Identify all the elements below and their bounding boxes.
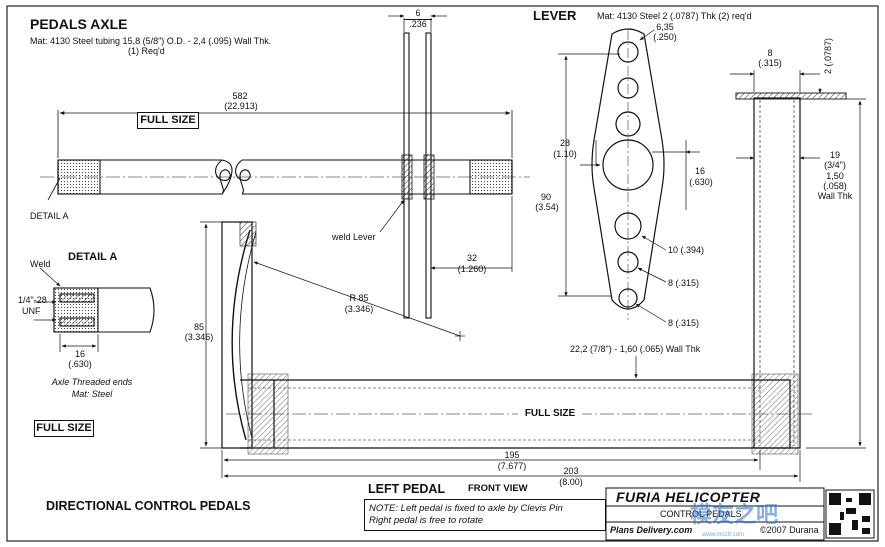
lever-offset-32-mm: 32 xyxy=(466,253,477,263)
axle-full-size-label: FULL SIZE xyxy=(137,112,199,129)
detail-a-caption-1: Axle Threaded ends xyxy=(51,377,133,387)
pedal-tube-wall-label: Wall Thk xyxy=(817,191,853,201)
brand-name: FURIA HELICOPTER xyxy=(616,489,761,505)
pedal-height-mm: 85 xyxy=(193,322,204,332)
lever-hole-center-in: (1.10) xyxy=(553,149,577,159)
view-subtitle: FRONT VIEW xyxy=(468,483,528,494)
radius-mm: R 85 xyxy=(349,293,369,303)
axle-length-mm: 582 xyxy=(232,91,248,101)
copyright: ©2007 Durana xyxy=(760,525,819,535)
axle-spec-line2: (1) Req'd xyxy=(128,46,165,56)
sheet-title: CONTROL PEDALS xyxy=(660,509,742,519)
pedal-frame xyxy=(221,92,847,455)
pedal-full-size-label: FULL SIZE xyxy=(518,408,582,419)
pedal-width-mm: 195 xyxy=(504,450,520,460)
title-block xyxy=(605,487,825,541)
pedal-overall-in: (8.00) xyxy=(559,477,583,487)
lever-gap-mm: 6 xyxy=(415,8,421,18)
detail-a-title: DETAIL A xyxy=(68,251,118,263)
lever-hole-top-mm: 6,35 xyxy=(656,22,674,32)
pedal-tube-od-mm: 19 xyxy=(829,150,840,160)
axle-spec-line1: Mat: 4130 Steel tubing 15,8 (5/8") O.D. … xyxy=(30,36,272,46)
pedal-width-in: (7.677) xyxy=(497,461,527,471)
view-title: LEFT PEDAL xyxy=(368,482,446,496)
detail-a-thread-1: 1/4"-28 xyxy=(18,295,47,305)
note-line-2: Right pedal is free to rotate xyxy=(369,515,484,526)
lever-hole-top-in: (.250) xyxy=(653,32,677,42)
pedal-plate-thk: 2 (.0787) xyxy=(823,37,833,74)
lever-title: LEVER xyxy=(533,8,577,23)
lever-dims xyxy=(558,29,700,323)
lever-side-view xyxy=(379,14,513,319)
sheet-border xyxy=(6,5,879,542)
lever-offset-32-in: (1.260) xyxy=(457,264,487,274)
detail-a-full-size-label: FULL SIZE xyxy=(34,420,94,437)
pedal-overall-mm: 203 xyxy=(563,466,579,476)
pedal-tube-wall-mm: 1,50 xyxy=(826,171,844,181)
pedal-tube-od-in: (3/4") xyxy=(824,160,846,170)
lever-height-mm: 90 xyxy=(540,192,551,202)
watermark-url: www.moz8.com xyxy=(702,532,745,538)
detail-a-thread-2: UNF xyxy=(22,306,41,316)
lever-offset-mm: 16 xyxy=(694,166,705,176)
radius-in: (3.346) xyxy=(344,304,374,314)
lever-hole-8b: 8 (.315) xyxy=(668,318,700,328)
pedal-tube-wall-in: (.058) xyxy=(823,181,847,191)
lever-hole-center-mm: 28 xyxy=(559,138,570,148)
detail-a-callout: DETAIL A xyxy=(30,211,69,221)
detail-a-drawing xyxy=(34,267,155,352)
detail-a-weld: Weld xyxy=(30,259,51,269)
watermark: 模友之吧 xyxy=(690,502,779,527)
drawing-title: DIRECTIONAL CONTROL PEDALS xyxy=(46,499,251,513)
lever-hole-10: 10 (.394) xyxy=(668,245,705,255)
assembly-note: NOTE: Left pedal is fixed to axle by Cle… xyxy=(364,499,606,531)
detail-a-len-in: (.630) xyxy=(68,359,92,369)
pedal-height-in: (3.346) xyxy=(184,332,214,342)
axle-drawing xyxy=(40,154,530,200)
pedal-dims xyxy=(200,70,866,482)
axle-title: PEDALS AXLE xyxy=(30,16,128,32)
weld-lever-label: weld Lever xyxy=(332,232,376,242)
note-line-1: NOTE: Left pedal is fixed to axle by Cle… xyxy=(369,503,563,514)
lever-spec: Mat: 4130 Steel 2 (.0787) Thk (2) req'd xyxy=(597,11,752,21)
detail-a-caption-2: Mat: Steel xyxy=(71,389,113,399)
lever-gap-in: .236 xyxy=(404,19,432,30)
axle-length-dim xyxy=(47,110,513,201)
lever-hole-8a: 8 (.315) xyxy=(668,278,700,288)
detail-a-len-mm: 16 xyxy=(74,349,85,359)
plans-delivery: Plans Delivery.com xyxy=(610,525,693,535)
lever-offset-in: (.630) xyxy=(689,177,713,187)
axle-length-in: (22.913) xyxy=(224,101,258,111)
lever-height-in: (3.54) xyxy=(535,202,559,212)
lever-plate xyxy=(591,28,665,320)
qr-code xyxy=(825,489,875,539)
pedal-cap-in: (.315) xyxy=(758,58,782,68)
pedal-tube-spec: 22,2 (7/8") - 1,60 (.065) Wall Thk xyxy=(570,344,701,354)
pedal-cap-mm: 8 xyxy=(767,48,773,58)
